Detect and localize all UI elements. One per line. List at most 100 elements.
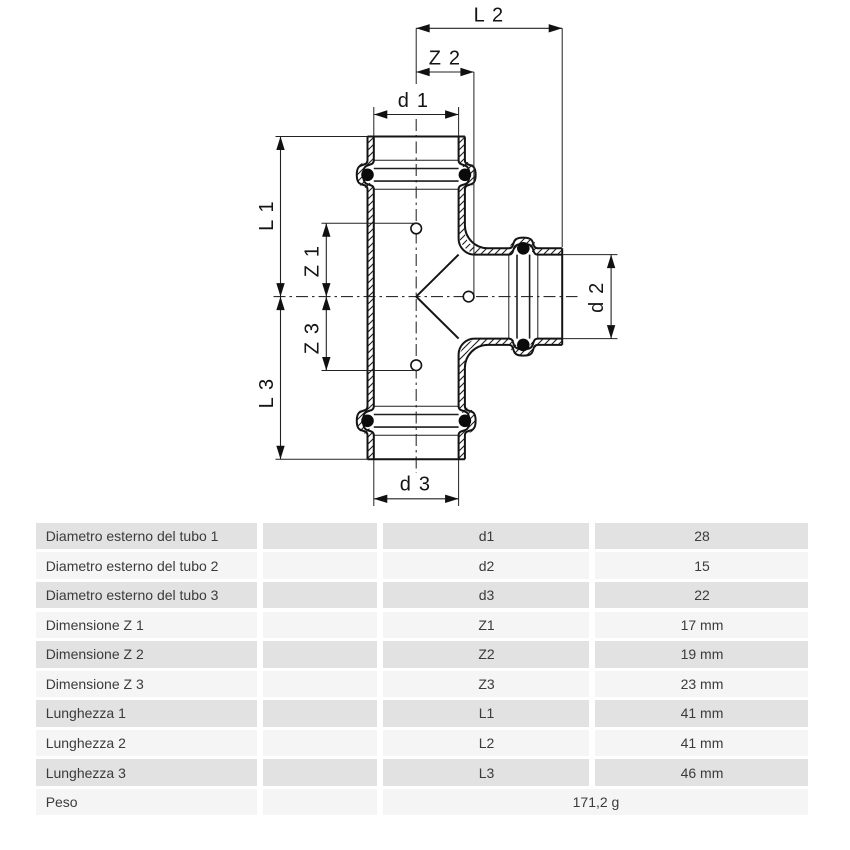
- spec-row: Diametro esterno del tubo 1 d1 28: [35, 522, 809, 550]
- o-ring-seals: [361, 168, 530, 428]
- fitting-outline: [355, 135, 564, 461]
- spec-value: 28: [595, 522, 809, 550]
- spec-spacer: [263, 641, 378, 668]
- outline-left-outer: [355, 136, 369, 460]
- fitting-technical-drawing: L 2 Z 2 d 1 d 3 L 1 Z 1 Z 3 L 3 d 2: [256, 5, 618, 506]
- dim-label-d3: d 3: [400, 474, 431, 496]
- spec-value: 171,2 g: [383, 788, 809, 816]
- spec-spacer: [263, 700, 378, 727]
- spec-spacer: [263, 729, 378, 757]
- hatch-band-right-lower-wall: [458, 338, 563, 460]
- spec-label: Diametro esterno del tubo 1: [35, 522, 258, 550]
- spec-value: 22: [595, 581, 809, 609]
- sight-hole-top: [410, 222, 423, 235]
- dim-label-d2: d 2: [586, 281, 608, 312]
- o-ring-bottom-right: [458, 414, 472, 428]
- spec-symbol: L1: [383, 700, 590, 727]
- arrowhead: [276, 445, 285, 460]
- o-ring-bottom-left: [361, 414, 374, 428]
- hatch-band-right-upper-wall: [458, 136, 563, 255]
- spec-row: Dimensione Z 2 Z2 19 mm: [35, 641, 809, 668]
- spec-symbol: Z2: [383, 641, 590, 668]
- spec-label: Diametro esterno del tubo 3: [35, 581, 258, 609]
- spec-spacer: [263, 552, 378, 579]
- arrowhead: [416, 67, 430, 77]
- spec-value: 17 mm: [595, 611, 809, 639]
- wall-hatching: [356, 136, 563, 460]
- spec-symbol: L3: [383, 759, 590, 786]
- spec-symbol: d2: [383, 552, 590, 579]
- arrowhead: [445, 494, 459, 503]
- dim-label-Z2: Z 2: [429, 48, 462, 70]
- o-ring-branch-bottom: [517, 338, 530, 352]
- outline-right-outer-lower: [463, 343, 563, 460]
- arrowhead: [416, 24, 430, 33]
- spec-spacer: [263, 522, 378, 550]
- spec-spacer: [263, 670, 378, 698]
- sight-holes: [410, 222, 475, 372]
- dimension-labels: L 2 Z 2 d 1 d 3 L 1 Z 1 Z 3 L 3 d 2: [256, 5, 608, 496]
- spec-row: Diametro esterno del tubo 3 d3 22: [35, 581, 809, 609]
- arrowhead: [548, 24, 563, 33]
- outline-right-inner-lower: [457, 337, 563, 460]
- spec-row: Lunghezza 2 L2 41 mm: [35, 729, 809, 757]
- arrowhead: [606, 254, 616, 269]
- spec-value: 46 mm: [595, 759, 809, 786]
- spec-label: Dimensione Z 1: [35, 611, 258, 639]
- sight-hole-bottom: [410, 359, 423, 372]
- centerlines: [273, 119, 578, 473]
- spec-spacer: [263, 581, 378, 609]
- arrowhead: [445, 110, 459, 119]
- spec-symbol: Z3: [383, 670, 590, 698]
- arrowhead: [276, 296, 285, 311]
- arrowhead: [460, 67, 474, 77]
- extension-lines: [275, 28, 618, 506]
- arrowhead: [373, 110, 388, 119]
- spec-row: Dimensione Z 1 Z1 17 mm: [35, 611, 809, 639]
- o-ring-branch-top: [517, 242, 530, 255]
- spec-label: Dimensione Z 2: [35, 641, 258, 668]
- spec-label: Dimensione Z 3: [35, 670, 258, 698]
- spec-value: 19 mm: [595, 641, 809, 668]
- spec-value: 23 mm: [595, 670, 809, 698]
- outline-right-inner-upper: [457, 136, 563, 256]
- arrowhead: [373, 494, 388, 503]
- arrowhead: [322, 283, 331, 297]
- spec-row: Diametro esterno del tubo 2 d2 15: [35, 552, 809, 579]
- spec-symbol: L2: [383, 729, 590, 757]
- dim-label-d1: d 1: [398, 90, 429, 112]
- dim-label-Z3: Z 3: [302, 322, 324, 355]
- dim-label-L1: L 1: [256, 200, 278, 231]
- arrowhead: [276, 283, 285, 297]
- bead-lines: [373, 159, 539, 436]
- spec-symbol: d3: [383, 581, 590, 609]
- hatch-band-left-wall: [356, 136, 374, 460]
- spec-value: 15: [595, 552, 809, 579]
- spec-table: Diametro esterno del tubo 1 d1 28 Diamet…: [35, 522, 809, 816]
- spec-row: Lunghezza 1 L1 41 mm: [35, 700, 809, 727]
- spec-symbol: Z1: [383, 611, 590, 639]
- outline-left-inner: [362, 136, 375, 460]
- arrowhead: [606, 325, 616, 339]
- inner-cone-edges: [414, 253, 460, 340]
- spec-spacer: [263, 611, 378, 639]
- spec-value: 41 mm: [595, 700, 809, 727]
- arrowhead: [322, 296, 331, 311]
- spec-spacer: [263, 788, 378, 816]
- dim-label-Z1: Z 1: [302, 245, 324, 278]
- o-ring-top-left: [361, 168, 374, 182]
- spec-label: Lunghezza 2: [35, 729, 258, 757]
- spec-row: Lunghezza 3 L3 46 mm: [35, 759, 809, 786]
- dim-label-L2: L 2: [474, 5, 505, 27]
- spec-symbol: d1: [383, 522, 590, 550]
- arrowhead: [276, 136, 285, 150]
- spec-spacer: [263, 759, 378, 786]
- dim-label-L3: L 3: [256, 378, 278, 409]
- spec-row: Dimensione Z 3 Z3 23 mm: [35, 670, 809, 698]
- arrowhead: [322, 223, 331, 237]
- spec-label: Diametro esterno del tubo 2: [35, 552, 258, 579]
- dimension-arrowheads: [276, 24, 616, 503]
- spec-label: Lunghezza 3: [35, 759, 258, 786]
- spec-label: Lunghezza 1: [35, 700, 258, 727]
